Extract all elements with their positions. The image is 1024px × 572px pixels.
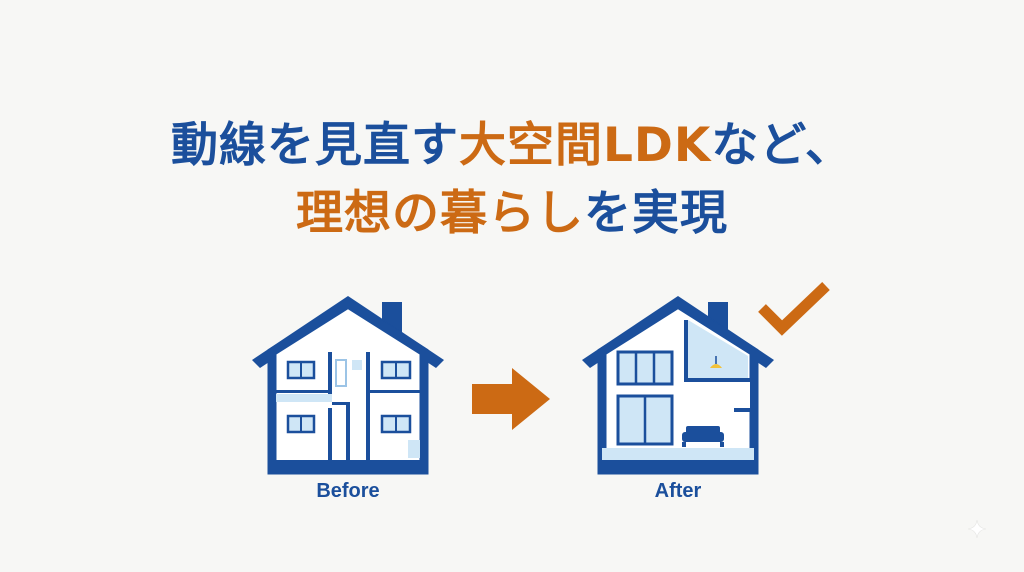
house-floorplan-after-icon: [578, 290, 778, 476]
headline-highlight: 大空間LDK: [458, 118, 712, 173]
headline-segment: 動線を見直す: [170, 118, 459, 173]
headline: 動線を見直す大空間LDKなど、 理想の暮らしを実現: [0, 112, 1024, 248]
headline-segment: など、: [711, 118, 854, 173]
headline-segment: を実現: [584, 186, 728, 241]
checkmark-icon: [756, 282, 832, 338]
arrow-right-icon: [470, 366, 552, 432]
headline-line-2: 理想の暮らしを実現: [0, 180, 1024, 248]
before-label: Before: [316, 480, 380, 502]
headline-line-1: 動線を見直す大空間LDKなど、: [0, 112, 1024, 180]
sparkle-icon: [967, 519, 987, 542]
headline-highlight: 理想の暮らし: [296, 186, 584, 241]
after-label: After: [654, 480, 702, 502]
house-floorplan-before-icon: [248, 290, 448, 476]
